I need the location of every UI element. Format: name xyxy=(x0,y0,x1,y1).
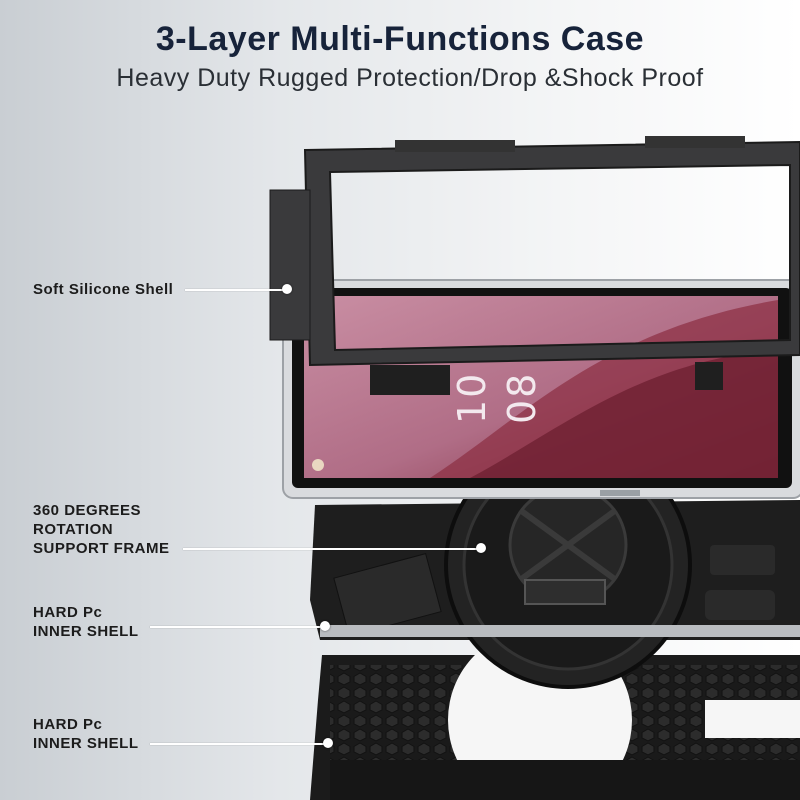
callout-dot xyxy=(323,738,333,748)
rotation-support-frame xyxy=(310,441,800,689)
callout-line xyxy=(185,289,285,291)
label-line: Soft Silicone Shell xyxy=(33,281,174,298)
soft-silicone-shell xyxy=(269,136,800,395)
label-line: 360 DEGREES xyxy=(33,502,142,519)
label-line: SUPPORT FRAME xyxy=(33,540,170,557)
callout-dot xyxy=(320,621,330,631)
page-title: 3-Layer Multi-Functions Case xyxy=(155,20,645,58)
label-hard-pc-inner-shell-1: HARD Pc INNER SHELL xyxy=(33,603,139,641)
label-line: ROTATION xyxy=(33,521,114,538)
label-rotation-support-frame: 360 DEGREES ROTATION SUPPORT FRAME xyxy=(33,501,170,558)
label-line: HARD Pc xyxy=(33,604,103,621)
label-hard-pc-inner-shell-2: HARD Pc INNER SHELL xyxy=(33,715,139,753)
callout-line xyxy=(183,548,478,550)
clock-minute: 08 xyxy=(500,372,544,424)
callout-line xyxy=(150,743,325,745)
page-subtitle: Heavy Duty Rugged Protection/Drop &Shock… xyxy=(116,64,704,92)
callout-line xyxy=(150,626,322,628)
label-line: INNER SHELL xyxy=(33,735,139,752)
callout-dot xyxy=(476,543,486,553)
label-line: INNER SHELL xyxy=(33,623,139,640)
label-line: HARD Pc xyxy=(33,716,103,733)
label-soft-silicone-shell: Soft Silicone Shell xyxy=(33,280,173,299)
clock-hour: 10 xyxy=(450,372,494,424)
callout-dot xyxy=(282,284,292,294)
